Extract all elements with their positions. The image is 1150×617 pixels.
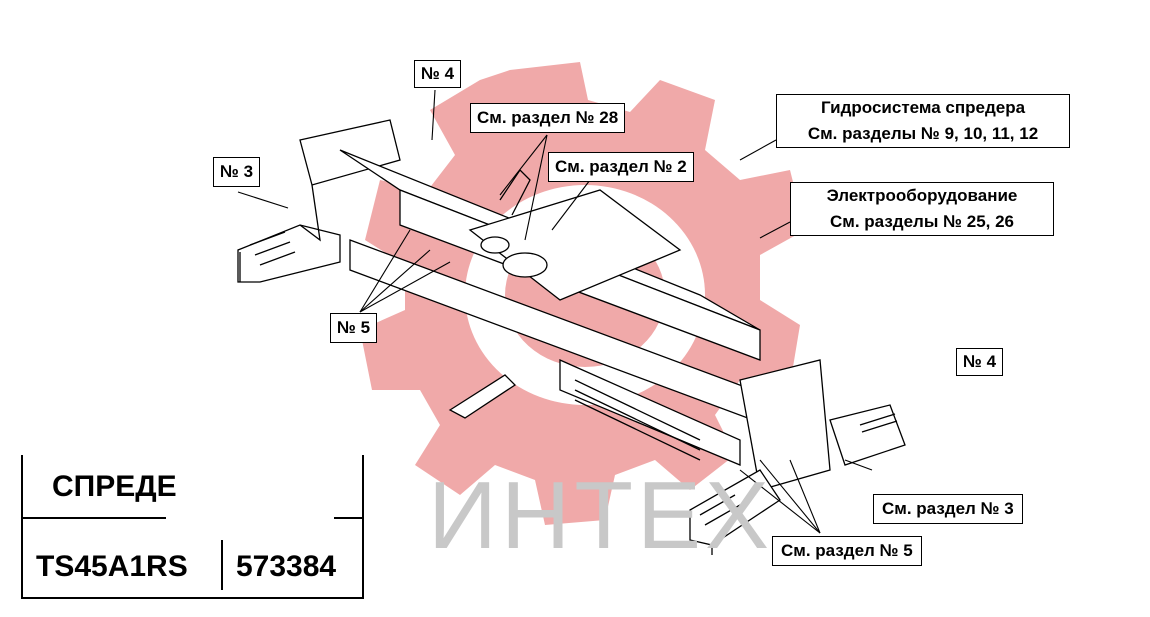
- callout-section-2: См. раздел № 2: [548, 152, 694, 182]
- hydraulics-line2: См. разделы № 9, 10, 11, 12: [807, 124, 1039, 143]
- callout-no5-left: № 5: [330, 313, 378, 343]
- callout-section-5: См. раздел № 5: [772, 536, 922, 566]
- spreader-frame: [237, 119, 906, 555]
- title-text: СПРЕДЕ: [52, 470, 177, 503]
- callout-no4-top: № 4: [414, 60, 462, 88]
- hydraulics-line1: Гидросистема спредера: [820, 98, 1026, 117]
- watermark-text: ИНТЕХ: [428, 462, 774, 569]
- leader-lines: [237, 89, 873, 534]
- callout-electrics: Электрооборудование См. разделы № 25, 26: [790, 182, 1054, 236]
- callout-section-3: См. раздел № 3: [873, 494, 1023, 524]
- callout-no3-left: № 3: [213, 157, 261, 187]
- electrics-line2: См. разделы № 25, 26: [829, 212, 1015, 231]
- electrics-line1: Электрооборудование: [826, 186, 1018, 205]
- callout-section-28: См. раздел № 28: [470, 103, 626, 133]
- model-number: 573384: [236, 550, 337, 583]
- title-block-mask: [166, 450, 334, 520]
- callout-no4-right: № 4: [956, 348, 1004, 376]
- model-code: TS45A1RS: [36, 550, 188, 583]
- callout-hydraulics: Гидросистема спредера См. разделы № 9, 1…: [776, 94, 1070, 148]
